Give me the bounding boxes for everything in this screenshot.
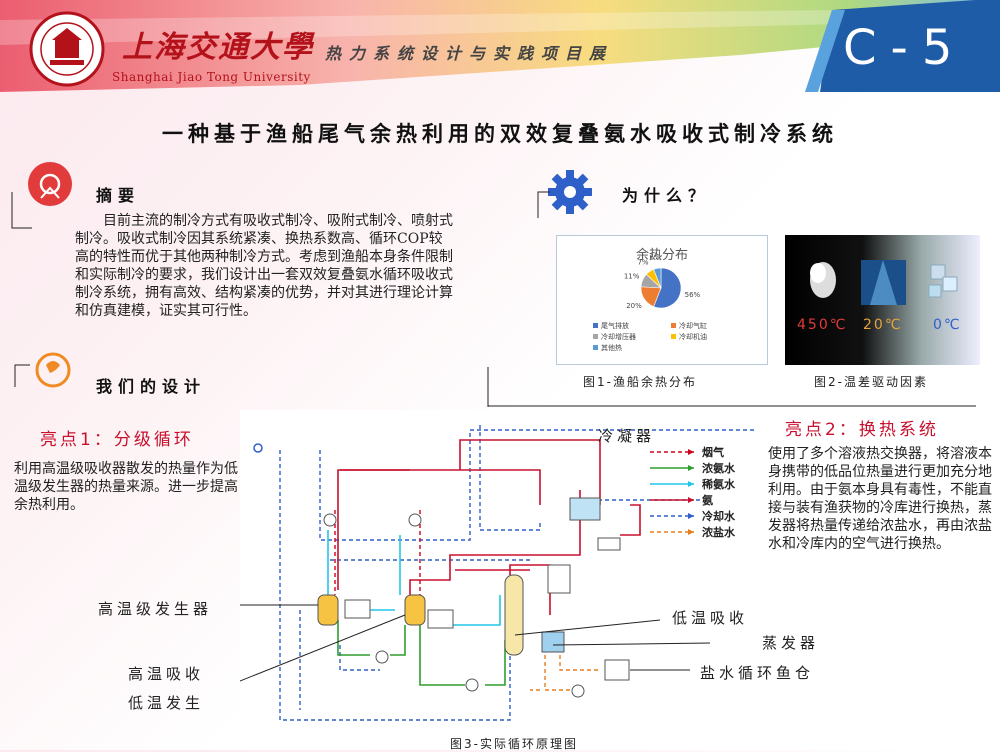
design-heading: 我们的设计 xyxy=(96,377,207,396)
legend-label-1: 浓氨水 xyxy=(702,461,736,475)
temp-ice: 0℃ xyxy=(933,317,962,333)
cycle-schematic-svg xyxy=(220,425,755,721)
legend-arrow-1 xyxy=(688,465,694,471)
label-condenser: 冷凝器 xyxy=(598,427,656,445)
highlight1-title: 亮点1：分级循环 xyxy=(40,430,194,450)
pie-legend-swatch-2 xyxy=(593,334,598,339)
pie-value-label-2: 11% xyxy=(624,272,640,280)
highlight2-title: 亮点2：换热系统 xyxy=(785,420,939,440)
highlight1-text: 利用高温级吸收器散发的热量作为低温级发生器的热量来源。进一步提高余热利用。 xyxy=(14,461,238,513)
waste-heat-pie-chart: 余热分布 56% 20% 11% 7%6% 尾气排放 冷却气缸冷却增压器 冷却机油其他热 xyxy=(556,235,768,365)
abstract-bracket xyxy=(11,162,72,229)
pie-legend-swatch-4 xyxy=(593,345,598,350)
abstract-text: 目前主流的制冷方式有吸收式制冷、吸附式制冷、喷射式制冷。吸收式制冷因其系统紧凑、… xyxy=(75,213,453,319)
pie-legend-label-4: 其他热 xyxy=(601,343,622,352)
legend-label-2: 稀氨水 xyxy=(702,477,736,491)
label-high-absorber: 高温吸收 xyxy=(128,665,205,683)
pie-legend-swatch-1 xyxy=(671,323,676,328)
poster-code: C-5 xyxy=(843,20,967,76)
why-heading: 为什么？ xyxy=(622,186,711,205)
pie-legend-swatch-0 xyxy=(593,323,598,328)
abstract-heading: 摘要 xyxy=(96,186,141,205)
legend-label-5: 浓盐水 xyxy=(702,525,736,539)
figure3-caption: 图3-实际循环原理图 xyxy=(450,737,578,751)
pie-slice-4 xyxy=(653,267,662,289)
legend-label-4: 冷却水 xyxy=(702,509,736,523)
pie-legend-label-1: 冷却气缸 xyxy=(679,321,707,330)
pie-legend-label-0: 尾气排放 xyxy=(601,321,629,330)
header-decoration xyxy=(0,0,1000,92)
legend-arrow-5 xyxy=(688,529,694,535)
pie-chart-title: 余热分布 xyxy=(635,248,688,263)
figure1-caption: 图1-渔船余热分布 xyxy=(583,375,697,389)
label-brine-fish-hold: 盐水循环鱼仓 xyxy=(700,664,815,682)
pie-legend-swatch-3 xyxy=(671,334,676,339)
pie-slice-0 xyxy=(653,267,682,309)
label-low-absorber: 低温吸收 xyxy=(672,609,749,627)
project-exhibition-title: 热力系统设计与实践项目展 xyxy=(325,44,614,63)
pie-value-label-4: 6% xyxy=(649,254,660,262)
header-banner: 上海交通大學 Shanghai Jiao Tong University 热力系… xyxy=(0,0,1000,92)
gear-icon xyxy=(537,170,592,218)
label-high-generator: 高温级发生器 xyxy=(98,600,213,618)
poster-title: 一种基于渔船尾气余热利用的双效复叠氨水吸收式制冷系统 xyxy=(162,122,838,146)
legend-label-0: 烟气 xyxy=(702,445,724,459)
label-low-generator: 低温发生 xyxy=(128,694,205,712)
temperature-images: 450℃ 20℃ 0℃ xyxy=(785,235,980,365)
temp-seawater: 20℃ xyxy=(863,317,903,333)
design-bracket xyxy=(14,352,489,407)
temp-exhaust: 450℃ xyxy=(797,317,848,333)
pie-value-label-1: 20% xyxy=(626,302,642,310)
highlight2-text: 使用了多个溶液热交换器，将溶液本身携带的低品位热量进行更加充分地利用。由于氨本身… xyxy=(768,446,992,552)
legend-label-3: 氨 xyxy=(702,493,713,507)
legend-arrow-3 xyxy=(688,497,694,503)
legend-arrow-0 xyxy=(688,449,694,455)
university-name-cn: 上海交通大學 xyxy=(122,30,314,65)
cycle-schematic xyxy=(220,410,760,735)
university-logo xyxy=(29,11,105,87)
legend-arrow-2 xyxy=(688,481,694,487)
pie-value-label-3: 7% xyxy=(637,259,648,267)
figure2-caption: 图2-温差驱动因素 xyxy=(814,375,928,389)
pie-value-label-0: 56% xyxy=(685,291,701,299)
pie-legend-label-3: 冷却机油 xyxy=(679,332,707,341)
pie-legend-label-2: 冷却增压器 xyxy=(601,332,636,341)
temperature-illustration xyxy=(810,260,958,305)
design-connector-line xyxy=(487,367,976,407)
legend-arrow-4 xyxy=(688,513,694,519)
label-evaporator: 蒸发器 xyxy=(762,634,820,652)
university-name-en: Shanghai Jiao Tong University xyxy=(112,70,311,84)
